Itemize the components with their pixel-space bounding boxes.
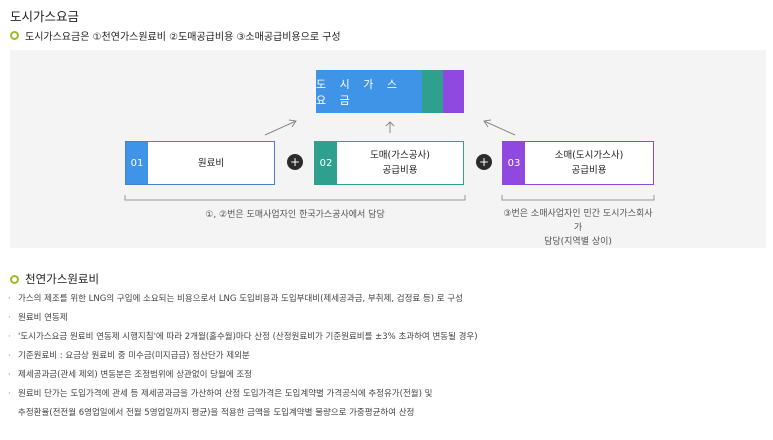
- component-label: 도매(가스공사) 공급비용: [337, 142, 463, 184]
- bracket-right: [501, 195, 655, 201]
- list-item: ·제세공과금(관세 제외) 변동분은 조정범위에 상관없이 당월에 조정: [8, 370, 252, 380]
- component-retail: 03 소매(도시가스사) 공급비용: [502, 141, 654, 185]
- plus-icon: +: [476, 154, 492, 170]
- bullet-ring-icon: [10, 31, 19, 40]
- list-item: ·기준원료비 : 요금상 원료비 중 미수금(미지급금) 정산단가 제외분: [8, 351, 250, 361]
- component-label-text: 원료비: [197, 157, 225, 169]
- component-raw-material: 01 원료비: [125, 141, 275, 185]
- section-title-text: 천연가스원료비: [25, 272, 100, 286]
- total-fee-label: 도 시 가 스 요 금: [316, 70, 422, 113]
- bullet-ring-icon: [10, 274, 19, 284]
- note-retail-line2: 담당(지역별 상이): [544, 237, 612, 247]
- intro-text: 도시가스요금은 ①천연가스원료비 ②도매공급비용 ③소매공급비용으로 구성: [25, 32, 341, 43]
- component-number: 02: [315, 142, 337, 184]
- component-label-line2: 공급비용: [382, 165, 418, 176]
- arrow-left-head: [288, 119, 297, 128]
- component-number: 01: [126, 142, 148, 184]
- page-title: 도시가스요금: [10, 9, 80, 24]
- arrow-center-head: [385, 121, 395, 127]
- list-item: ·가스의 제조를 위한 LNG의 구입에 소요되는 비용으로서 LNG 도입비용…: [8, 294, 463, 304]
- note-wholesale: ①, ②번은 도매사업자인 한국가스공사에서 담당: [205, 210, 385, 220]
- plus-icon: +: [287, 154, 303, 170]
- list-item: ·원료비 단가는 도입가격에 관세 등 제세공과금을 가산하여 산정 도입가격은…: [8, 389, 433, 399]
- total-fee-teal-segment: [422, 70, 443, 113]
- note-retail-line1: ③번은 소매사업자인 민간 도시가스회사가: [503, 209, 653, 233]
- intro-line: 도시가스요금은 ①천연가스원료비 ②도매공급비용 ③소매공급비용으로 구성: [10, 28, 341, 43]
- component-label-line1: 소매(도시가스사): [554, 150, 624, 161]
- component-label-line1: 도매(가스공사): [370, 150, 430, 161]
- component-label: 원료비: [148, 142, 274, 184]
- section-heading: 천연가스원료비: [10, 271, 99, 287]
- fee-structure-diagram: 도 시 가 스 요 금 01 원료비 + 02 도매(가스공사) 공급비용 + …: [10, 50, 766, 248]
- arrow-left: [264, 120, 297, 136]
- list-item: ·'도시가스요금 원료비 연동제 시행지침'에 따라 2개월(홀수월)마다 산정…: [8, 332, 478, 342]
- list-item: ·원료비 연동제: [8, 313, 68, 323]
- component-label: 소매(도시가스사) 공급비용: [525, 142, 653, 184]
- note-retail: ③번은 소매사업자인 민간 도시가스회사가 담당(지역별 상이): [502, 207, 654, 249]
- arrow-right: [483, 120, 516, 136]
- bracket-left: [124, 195, 466, 201]
- total-fee-purple-segment: [443, 70, 464, 113]
- raw-material-cost-list: ·가스의 제조를 위한 LNG의 구입에 소요되는 비용으로서 LNG 도입비용…: [8, 290, 478, 423]
- list-item: 추정환율(전전월 6영업일에서 전월 5영업일까지 평균)을 적용한 금액을 도…: [18, 408, 415, 418]
- connector-lines: [124, 119, 655, 201]
- arrow-right-head: [483, 119, 492, 128]
- component-wholesale: 02 도매(가스공사) 공급비용: [314, 141, 464, 185]
- component-label-line2: 공급비용: [571, 165, 607, 176]
- total-fee-box: 도 시 가 스 요 금: [316, 70, 464, 113]
- component-number: 03: [503, 142, 525, 184]
